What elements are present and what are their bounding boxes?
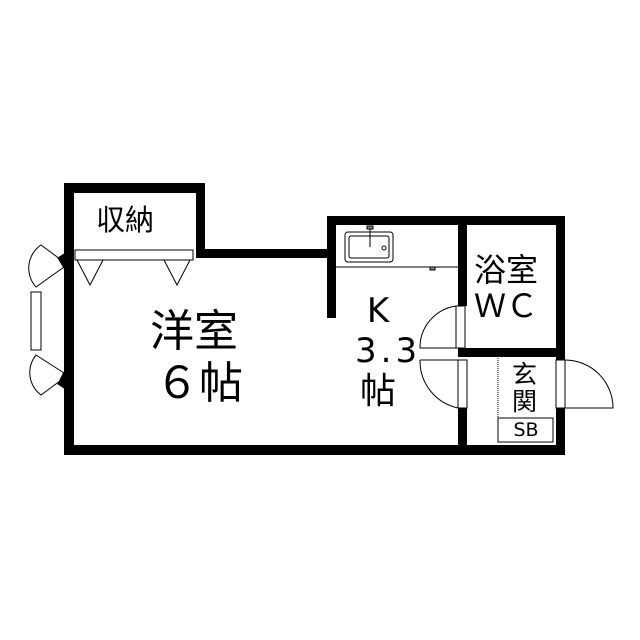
kitchen-unit: 帖 bbox=[360, 371, 397, 412]
walls bbox=[64, 183, 565, 455]
closet-doors bbox=[74, 249, 194, 287]
wc-label: ＷＣ bbox=[474, 287, 539, 325]
entrance-label-1: 玄 bbox=[512, 360, 538, 389]
western-room-label: 洋室 bbox=[150, 306, 238, 357]
storage-label: 収納 bbox=[96, 203, 155, 237]
kitchen-size: 3.3 bbox=[355, 331, 422, 371]
window bbox=[28, 244, 65, 396]
kitchen-label: K bbox=[366, 291, 390, 331]
bath-label: 浴室 bbox=[474, 251, 539, 289]
entrance-label-2: 関 bbox=[512, 387, 538, 416]
doors bbox=[419, 305, 614, 443]
shoe-box-label: SB bbox=[513, 419, 539, 441]
western-room-size: ６帖 bbox=[155, 358, 243, 409]
kitchen-sink bbox=[336, 225, 458, 271]
